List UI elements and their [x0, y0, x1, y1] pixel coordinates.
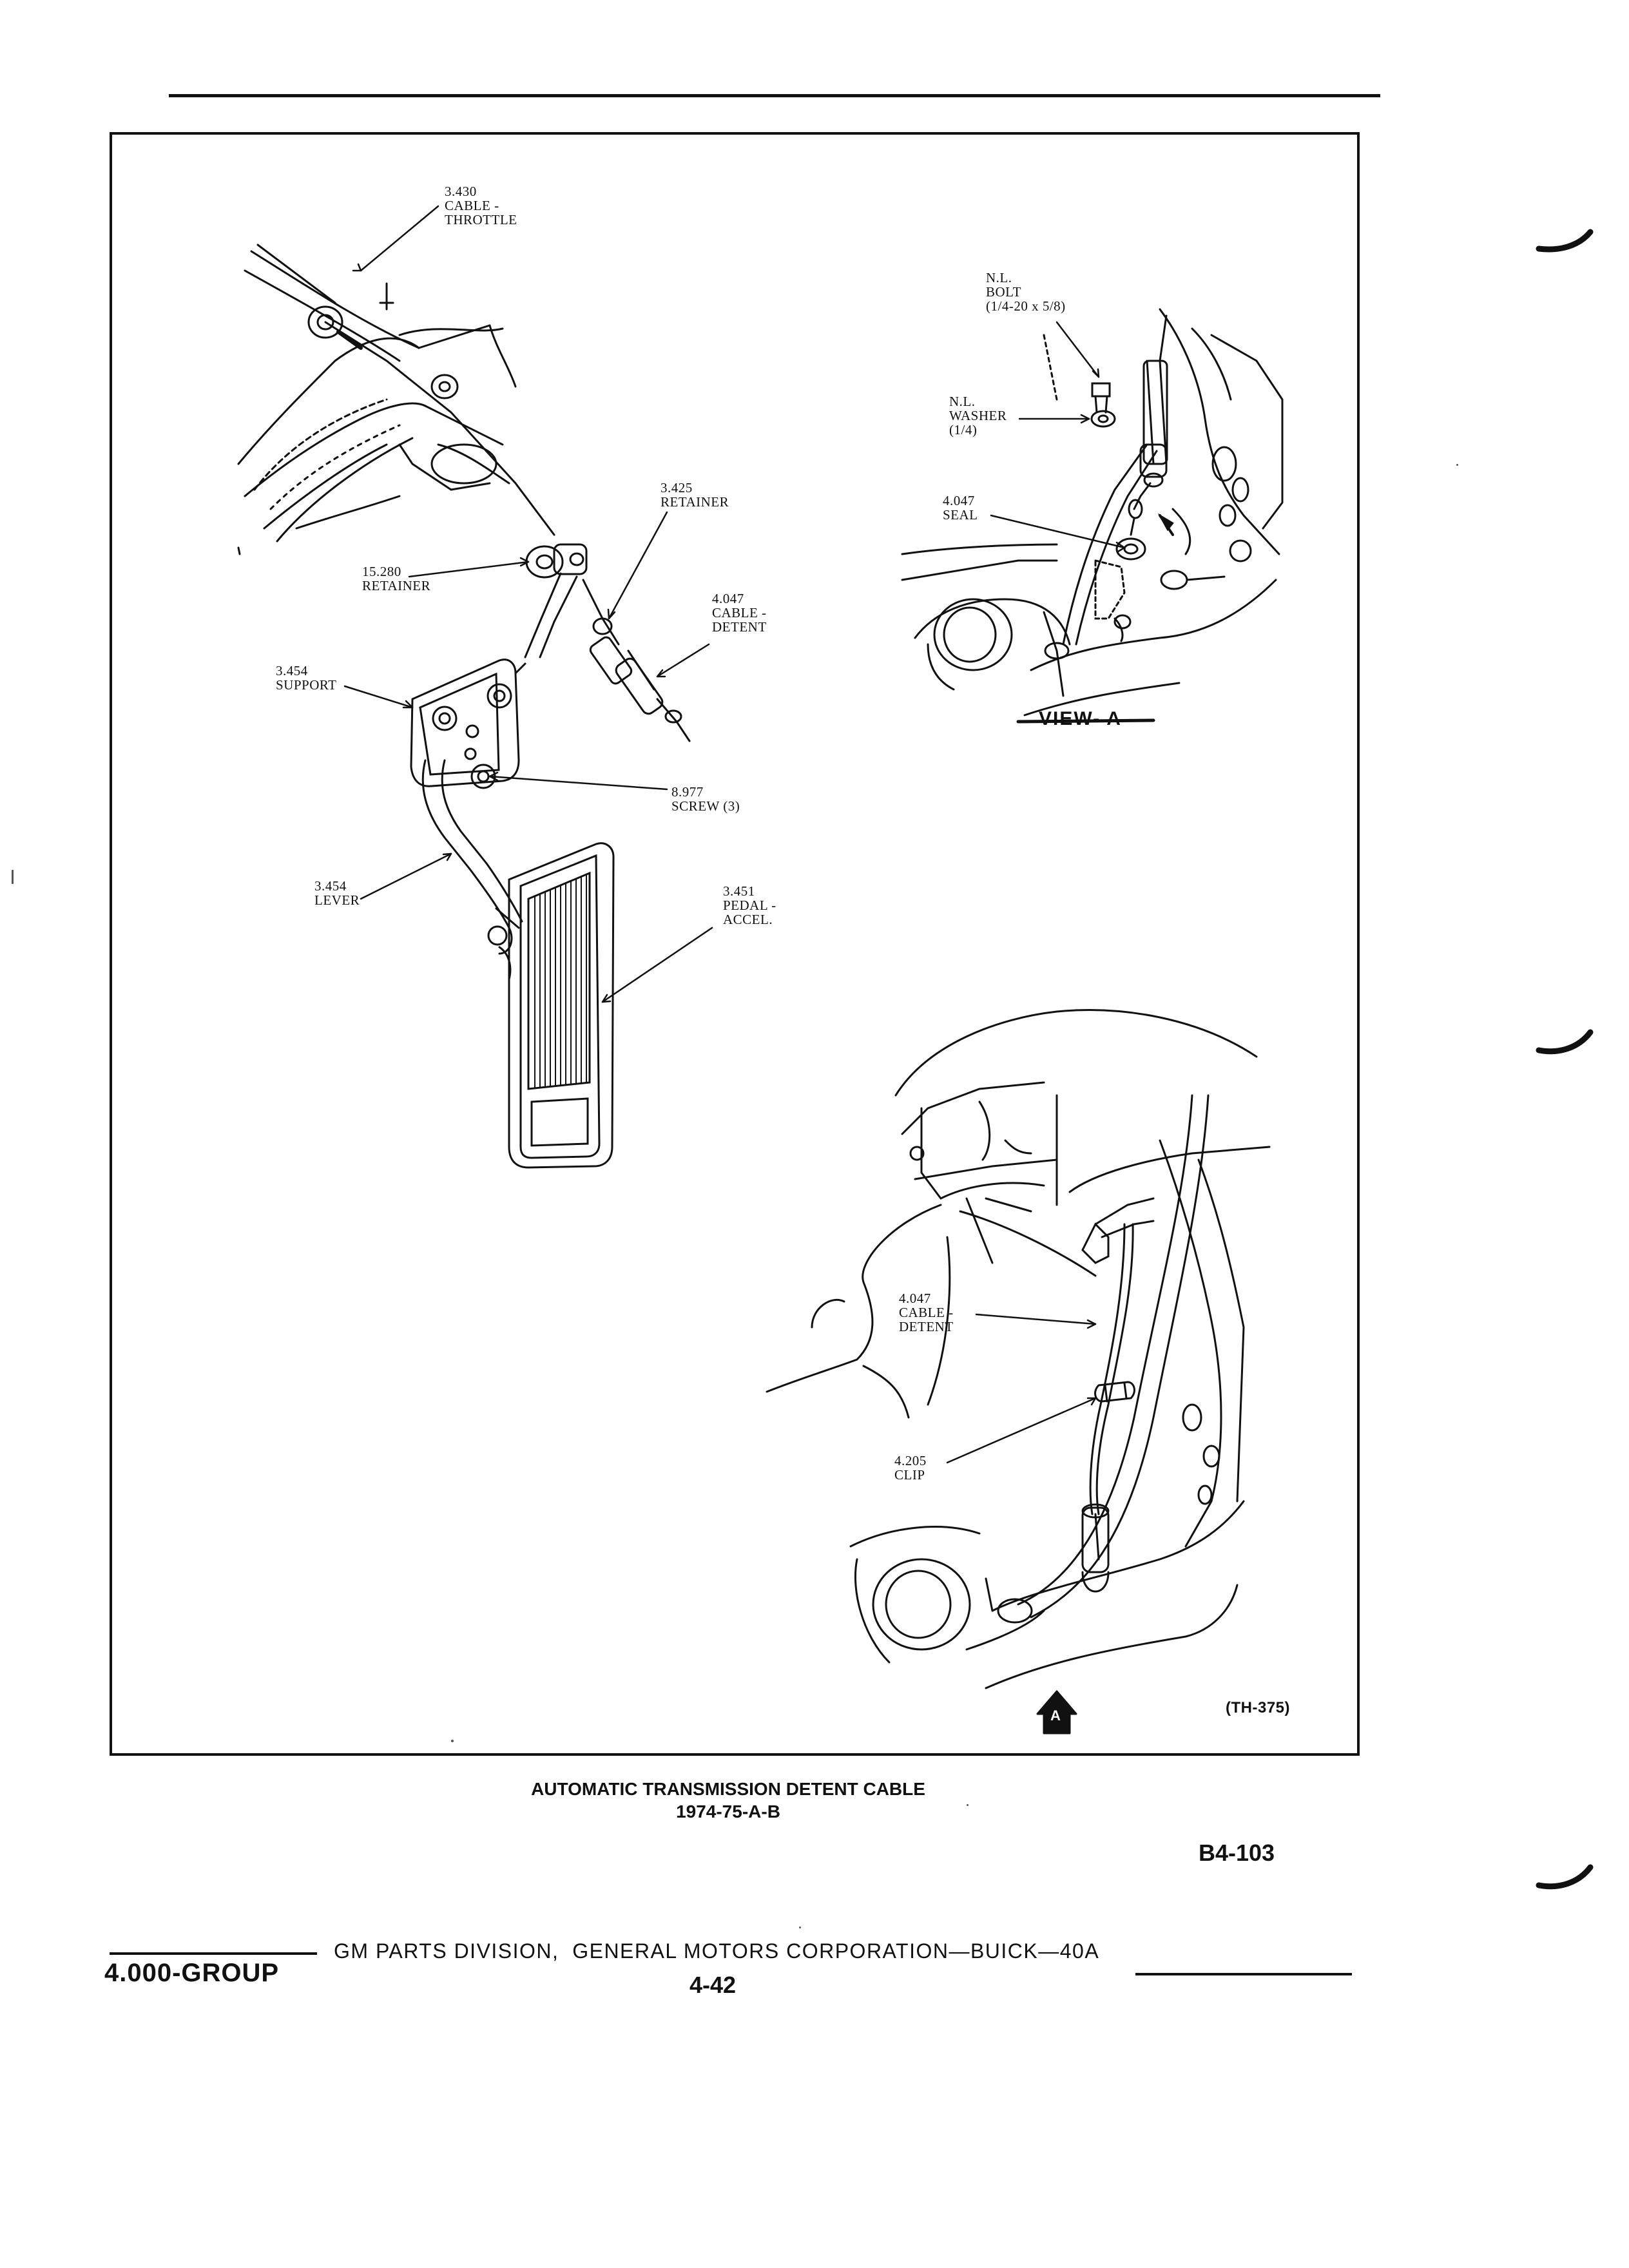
footer-rule-right [1135, 1973, 1352, 1975]
scan-speck [967, 1804, 969, 1806]
footer-group: 4.000-GROUP [104, 1959, 280, 1987]
seal-label: 4.047 SEAL [943, 493, 978, 523]
transmission-view-a-drawing [901, 308, 1284, 716]
clip-label: 4.205 CLIP [894, 1453, 927, 1483]
bolt-washer-seal-drawing [1090, 382, 1226, 590]
cable-detent-bottom-label: 4.047 CABLE - DETENT [899, 1291, 954, 1334]
scan-speck [451, 1740, 454, 1742]
view-a-underline [1016, 718, 1155, 724]
scan-speck [12, 870, 14, 884]
accelerator-pedal-drawing [487, 842, 615, 1169]
lever-label: 3.454 LEVER [314, 878, 360, 908]
lever-arm-drawing [421, 572, 578, 955]
leader-lines-bottom [946, 1313, 1097, 1464]
detent-cable-drawing [582, 579, 691, 742]
retainer-3425-label: 3.425 RETAINER [660, 480, 729, 510]
cable-detent-top-label: 4.047 CABLE - DETENT [712, 591, 767, 635]
screw-label: 8.977 SCREW (3) [671, 784, 740, 814]
scan-speck [799, 1927, 801, 1928]
pedal-label: 3.451 PEDAL - ACCEL. [723, 883, 776, 927]
illustration-frame [110, 132, 1360, 1756]
ref-code-label: (TH-375) [1226, 1699, 1291, 1716]
bolt-label: N.L. BOLT (1/4-20 x 5/8) [986, 270, 1066, 314]
figure-caption-years: 1974-75-A-B [676, 1802, 780, 1821]
view-a-detent-cable-drawing [1128, 314, 1168, 536]
footer-page-number: 4-42 [689, 1972, 737, 1998]
engine-bay-drawing [766, 1009, 1271, 1689]
retainer-15280-label: 15.280 RETAINER [362, 564, 431, 593]
footer-rule-left [110, 1952, 317, 1955]
support-bracket-drawing [410, 658, 526, 789]
leader-lines-left [343, 205, 713, 1003]
firewall-panel-drawing [237, 244, 517, 555]
clip-drawing [1094, 1381, 1135, 1403]
figure-caption-title: AUTOMATIC TRANSMISSION DETENT CABLE [531, 1779, 925, 1799]
retainer-drawing [525, 543, 588, 579]
support-label: 3.454 SUPPORT [276, 663, 337, 693]
view-a-arrow-icon [1036, 1690, 1077, 1735]
throttle-cable-drawing [307, 305, 555, 536]
washer-label: N.L. WASHER (1/4) [949, 394, 1007, 437]
binder-marks [1536, 229, 1594, 1890]
top-rule [169, 94, 1380, 97]
leader-lines-view-a [990, 321, 1174, 553]
view-a-label: VIEW- A [1039, 708, 1122, 729]
scan-speck [1456, 464, 1458, 466]
page-code: B4-103 [1199, 1840, 1275, 1866]
cable-throttle-label: 3.430 CABLE - THROTTLE [445, 184, 517, 227]
footer-publisher: GM PARTS DIVISION, GENERAL MOTORS CORPOR… [334, 1939, 1100, 1963]
view-a-arrow-letter: A [1050, 1707, 1061, 1724]
